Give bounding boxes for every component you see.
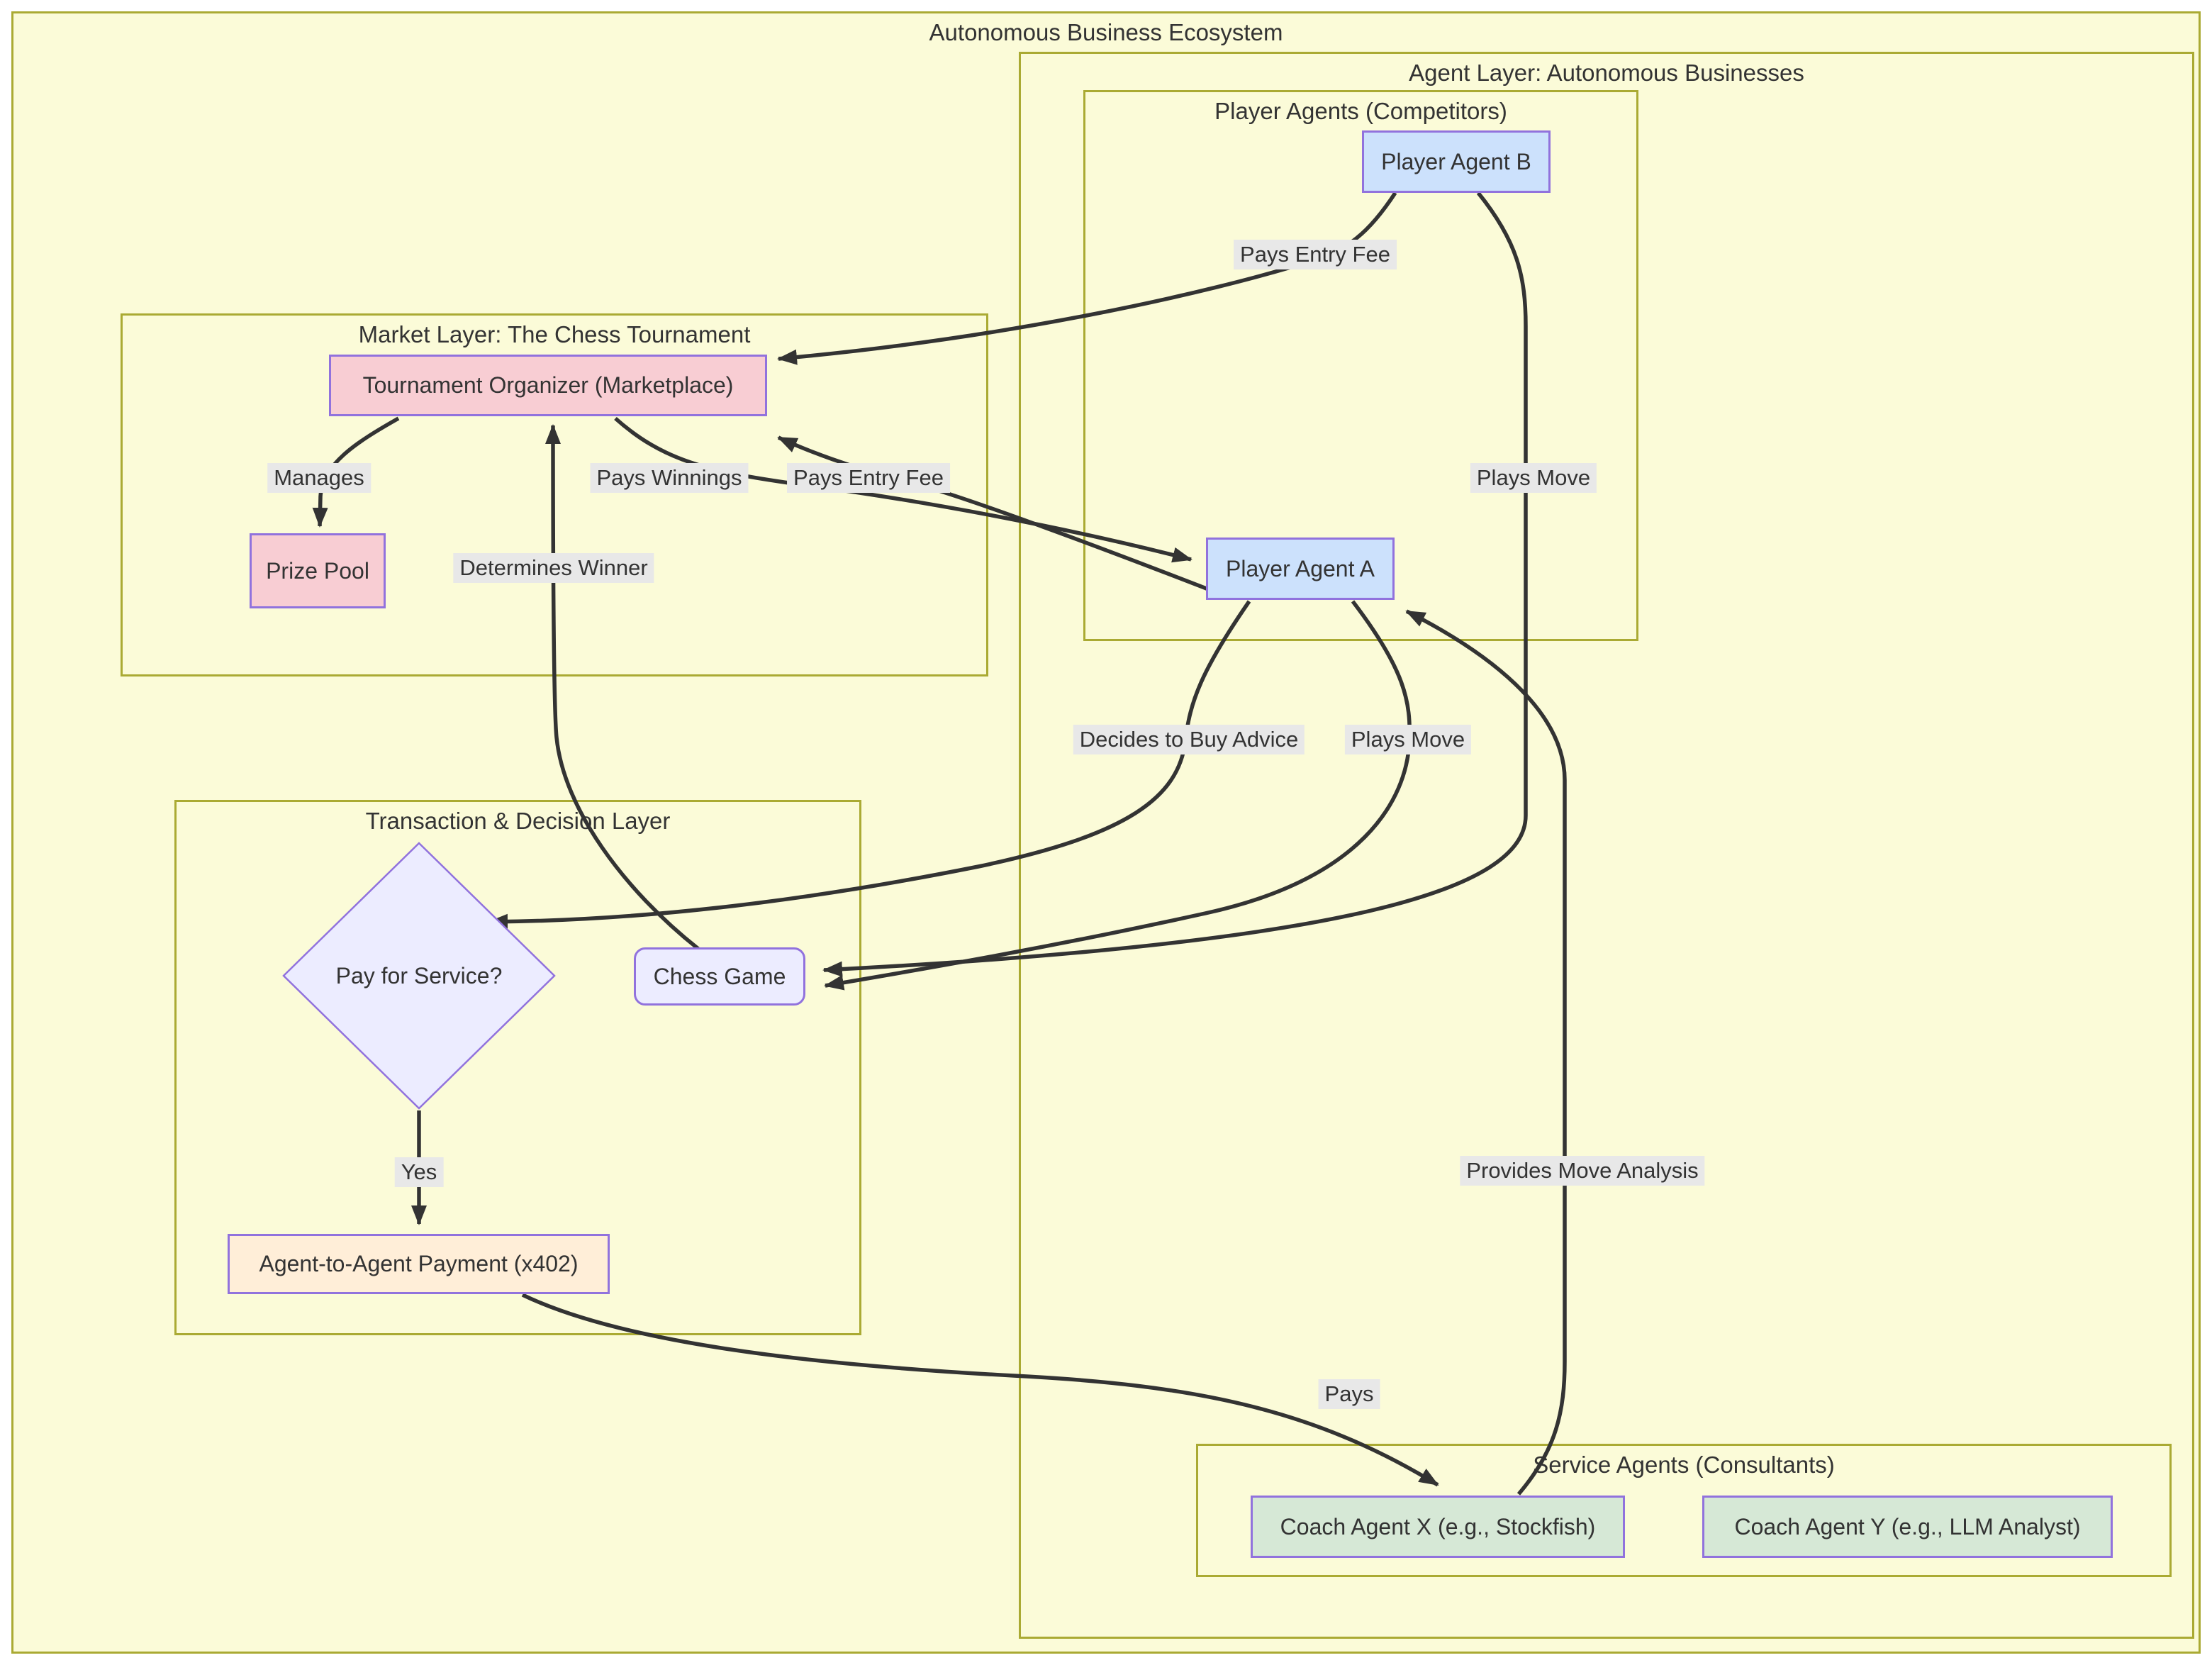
edge-label-b-plays-move: Plays Move	[1470, 463, 1597, 493]
node-player-agent-a-label: Player Agent A	[1226, 555, 1375, 581]
edge-provides-move-analysis	[1405, 609, 1567, 1496]
edge-label-yes: Yes	[394, 1157, 444, 1187]
node-coach-agent-x: Coach Agent X (e.g., Stockfish)	[1251, 1496, 1625, 1558]
node-chess-game: Chess Game	[634, 947, 805, 1006]
node-prize-pool-label: Prize Pool	[266, 557, 369, 584]
pay-for-service-diamond-shape	[282, 842, 556, 1110]
subgraph-transaction-layer-title: Transaction & Decision Layer	[365, 808, 671, 834]
node-pay-for-service-label: Pay for Service?	[335, 962, 503, 989]
subgraph-player-agents: Player Agents (Competitors)	[1083, 90, 1638, 641]
edge-determines-winner	[545, 424, 700, 951]
node-tournament-organizer: Tournament Organizer (Marketplace)	[329, 355, 767, 416]
node-player-agent-a: Player Agent A	[1206, 538, 1395, 600]
subgraph-market-layer-title: Market Layer: The Chess Tournament	[358, 321, 751, 347]
subgraph-agent-layer-title: Agent Layer: Autonomous Businesses	[1409, 60, 1804, 86]
edge-label-b-pays-entry-fee: Pays Entry Fee	[1234, 240, 1397, 269]
subgraph-ecosystem: Autonomous Business Ecosystem	[11, 11, 2201, 1654]
edge-pays	[521, 1293, 1439, 1487]
node-coach-agent-y-label: Coach Agent Y (e.g., LLM Analyst)	[1734, 1513, 2081, 1539]
edge-label-manages: Manages	[267, 463, 371, 493]
edge-label-pays-winnings: Pays Winnings	[590, 463, 749, 493]
edge-label-decides-to-buy-advice: Decides to Buy Advice	[1073, 725, 1305, 754]
edge-decides-to-buy-advice	[488, 600, 1251, 930]
subgraph-ecosystem-title: Autonomous Business Ecosystem	[929, 19, 1283, 45]
node-agent-payment-label: Agent-to-Agent Payment (x402)	[259, 1251, 579, 1276]
subgraph-transaction-layer: Transaction & Decision Layer	[174, 800, 861, 1335]
edge-b-plays-move	[822, 191, 1528, 977]
edge-label-a-pays-entry-fee: Pays Entry Fee	[787, 463, 950, 493]
node-tournament-organizer-label: Tournament Organizer (Marketplace)	[362, 372, 734, 398]
edge-a-plays-move	[824, 600, 1412, 991]
node-player-agent-b: Player Agent B	[1362, 130, 1551, 193]
node-prize-pool: Prize Pool	[250, 533, 386, 608]
subgraph-service-agents-title: Service Agents (Consultants)	[1533, 1452, 1835, 1478]
node-chess-game-label: Chess Game	[653, 963, 786, 989]
node-coach-agent-y: Coach Agent Y (e.g., LLM Analyst)	[1702, 1496, 2113, 1558]
edge-label-determines-winner: Determines Winner	[453, 553, 654, 583]
node-agent-payment: Agent-to-Agent Payment (x402)	[228, 1234, 610, 1294]
edge-b-pays-entry-fee	[777, 191, 1397, 365]
edge-label-a-plays-move: Plays Move	[1344, 725, 1472, 754]
edge-label-pays: Pays	[1318, 1379, 1380, 1409]
subgraph-agent-layer: Agent Layer: Autonomous Businesses	[1019, 52, 2194, 1639]
node-coach-agent-x-label: Coach Agent X (e.g., Stockfish)	[1280, 1513, 1596, 1539]
edge-label-provides-move-analysis: Provides Move Analysis	[1460, 1156, 1705, 1186]
node-pay-for-service: Pay for Service?	[281, 841, 557, 1110]
subgraph-player-agents-title: Player Agents (Competitors)	[1214, 98, 1507, 124]
node-player-agent-b-label: Player Agent B	[1381, 148, 1531, 174]
subgraph-service-agents: Service Agents (Consultants)	[1196, 1444, 2172, 1577]
